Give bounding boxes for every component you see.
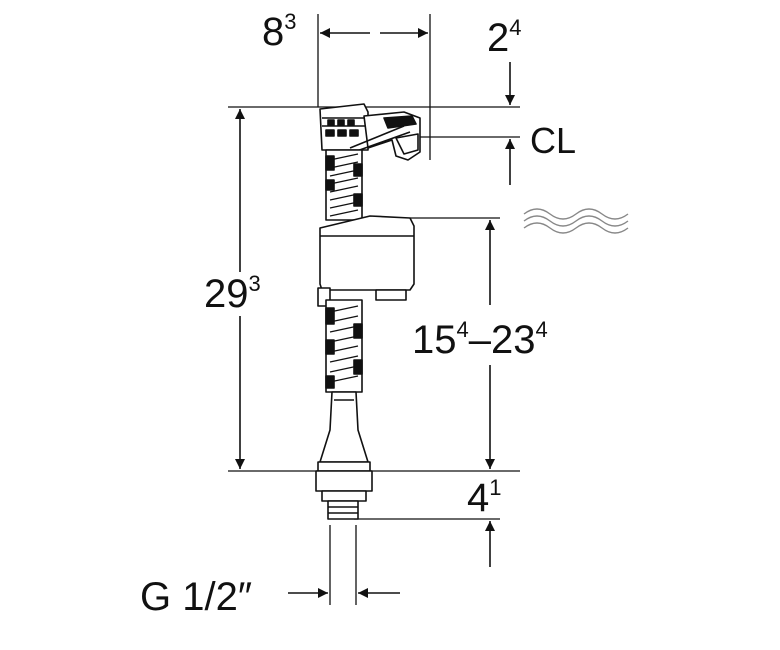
extension-lines (228, 14, 520, 605)
fill-valve-icon (315, 103, 421, 520)
label-total-height-sup: 3 (248, 270, 261, 296)
label-float-range: 154–234 (412, 316, 548, 362)
label-top-width: 83 (262, 8, 297, 54)
label-cl-text: CL (530, 120, 577, 161)
label-bottom-offset-main: 4 (467, 476, 490, 520)
label-bottom-offset-sup: 1 (489, 474, 502, 500)
water-waves-icon (523, 208, 629, 234)
label-bottom-offset: 41 (467, 474, 502, 520)
label-total-height-main: 29 (204, 272, 249, 316)
label-range-b-main: 23 (491, 318, 536, 362)
label-range-separator: – (468, 318, 491, 362)
label-top-offset: 24 (487, 14, 522, 60)
label-top-offset-sup: 4 (509, 14, 522, 40)
label-range-b-sup: 4 (535, 316, 548, 342)
label-range-a-sup: 4 (456, 316, 469, 342)
label-top-width-main: 8 (262, 10, 285, 54)
label-total-height: 293 (204, 272, 261, 316)
label-top-offset-main: 2 (487, 16, 510, 60)
label-top-width-sup: 3 (284, 8, 297, 34)
label-thread-text: G 1/2″ (140, 575, 252, 619)
label-cl: CL (530, 123, 576, 159)
label-thread-size: G 1/2″ (140, 577, 252, 617)
label-range-a-main: 15 (412, 318, 457, 362)
